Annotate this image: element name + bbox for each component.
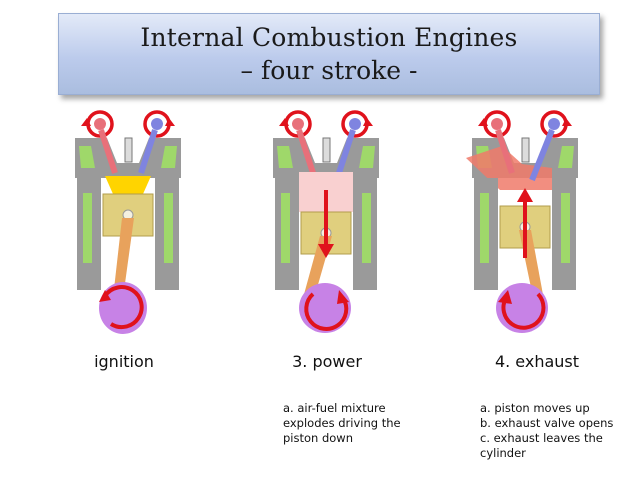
description-line: piston down: [283, 431, 354, 445]
crank-rotation-arrow: [304, 292, 349, 331]
stroke-description-power: a. air-fuel mixture explodes driving the…: [283, 401, 443, 446]
coolant-right: [164, 193, 173, 263]
engine-diagram-exhaust: [466, 110, 578, 333]
description-line: a. air-fuel mixture: [283, 401, 386, 415]
stroke-label-exhaust: 4. exhaust: [494, 352, 580, 371]
stroke-label-ignition: ignition: [94, 352, 154, 371]
valve-rocker-intake-icon: [478, 110, 511, 138]
crank-rotation-arrow: [103, 285, 144, 330]
crank-rotation-arrow: [501, 292, 546, 330]
description-line: c. exhaust leaves the: [480, 431, 603, 445]
engine-diagram-power: [273, 110, 379, 333]
coolant-left: [83, 193, 92, 263]
cylinder-head: [75, 138, 181, 178]
description-line: explodes driving the: [283, 416, 401, 430]
valve-rocker-intake-icon: [81, 110, 114, 138]
spark-plug: [124, 137, 133, 163]
engine-diagram-ignition: [75, 110, 181, 334]
description-line: b. exhaust valve opens: [480, 416, 614, 430]
valve-rocker-exhaust-icon: [341, 110, 373, 138]
title-banner: Internal Combustion Engines – four strok…: [58, 13, 600, 95]
coolant-jacket-right: [161, 146, 177, 168]
stroke-label-power: 3. power: [292, 352, 362, 371]
description-line: cylinder: [480, 446, 526, 460]
valve-rocker-exhaust-icon: [143, 110, 175, 138]
combustion-flash: [105, 176, 151, 194]
slide-subtitle: – four stroke -: [240, 56, 418, 85]
cylinder-head: [273, 138, 379, 178]
coolant-jacket-left: [79, 146, 95, 168]
spark-plug: [322, 137, 331, 163]
slide-title: Internal Combustion Engines: [140, 23, 518, 52]
valve-rocker-exhaust-icon: [540, 110, 572, 138]
connecting-rod: [113, 218, 134, 298]
stroke-description-exhaust: a. piston moves up b. exhaust valve open…: [480, 401, 638, 461]
description-line: a. piston moves up: [480, 401, 590, 415]
exhaust-valve-stem: [138, 129, 158, 174]
intake-valve-stem: [98, 129, 118, 174]
valve-rocker-intake-icon: [279, 110, 312, 138]
spark-plug: [521, 137, 530, 163]
